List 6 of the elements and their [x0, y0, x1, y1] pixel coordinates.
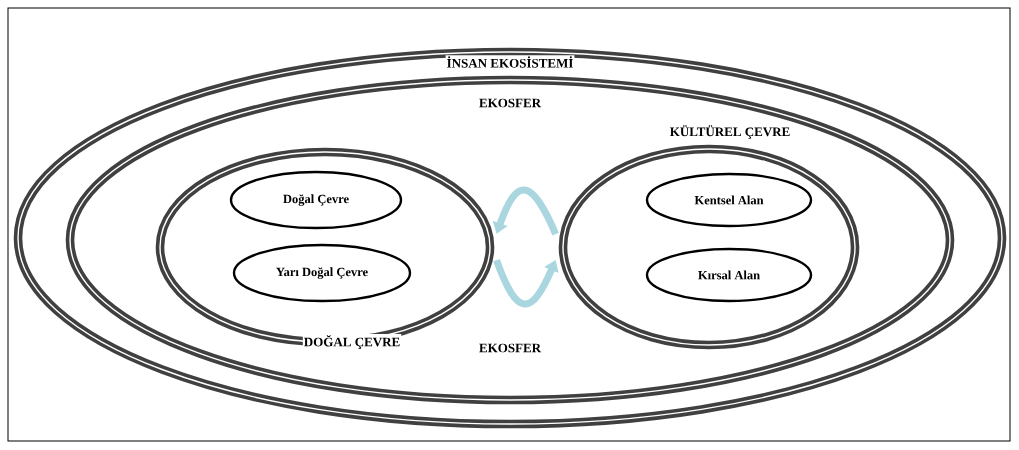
ellipse-node: Kırsal Alan: [645, 247, 813, 303]
ellipse-node: Doğal Çevre: [229, 170, 403, 230]
node-label: KÜLTÜREL ÇEVRE: [669, 125, 790, 139]
ellipse-node: Kentsel Alan: [645, 172, 813, 228]
ellipse-node: Yarı Doğal Çevre: [232, 243, 412, 303]
curved-arrow: [493, 258, 559, 308]
